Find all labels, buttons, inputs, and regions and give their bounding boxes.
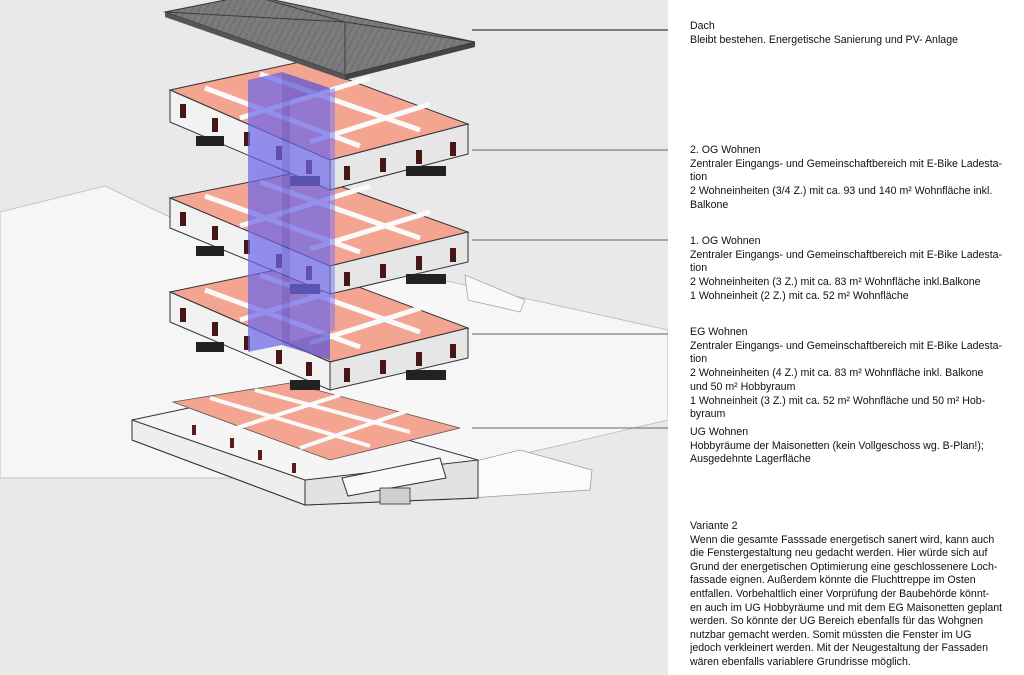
roof <box>163 0 476 80</box>
variant-line: Grund der energetischen Optimierung eine… <box>690 560 998 573</box>
label-line: 2 Wohneinheiten (4 Z.) mit ca. 83 m² Woh… <box>690 367 984 380</box>
variant-line: fassade eignen. Außerdem könnte die Fluc… <box>690 574 976 587</box>
label-line: Zentraler Eingangs- und Gemeinschaftbere… <box>690 248 1003 261</box>
exploded-building-axonometric <box>0 0 668 506</box>
label-line: 1 Wohneinheit (2 Z.) mit ca. 52 m² Wohnf… <box>690 289 909 302</box>
label-line: Zentraler Eingangs- und Gemeinschaftbere… <box>690 157 1003 170</box>
variant-title: Variante 2 <box>690 520 738 532</box>
label-line: und 50 m² Hobbyraum <box>690 380 796 393</box>
label-line: Zentraler Eingangs- und Gemeinschaftbere… <box>690 339 1003 352</box>
variant-line: nutzbar gemacht werden. Somit müssten di… <box>690 628 972 641</box>
label-line: 2 Wohneinheiten (3/4 Z.) mit ca. 93 und … <box>690 185 993 198</box>
label-eg: EG Wohnen Zentraler Eingangs- und Gemein… <box>690 326 1015 422</box>
label-line: Bleibt bestehen. Energetische Sanierung … <box>690 33 958 46</box>
floor-ug <box>131 382 479 506</box>
label-line: 2 Wohneinheiten (3 Z.) mit ca. 83 m² Woh… <box>690 276 981 289</box>
label-line: Balkone <box>690 198 729 211</box>
label-line: byraum <box>690 408 726 421</box>
variant-line: en auch im UG Hobbyräume und mit dem EG … <box>690 601 1003 614</box>
label-line: tion <box>690 171 708 184</box>
circulation-core <box>248 72 335 360</box>
label-line: tion <box>690 262 708 275</box>
label-og1: 1. OG Wohnen Zentraler Eingangs- und Gem… <box>690 235 1015 304</box>
label-title: EG Wohnen <box>690 326 748 338</box>
variant-line: wären ebenfalls variablere Grundrisse mö… <box>690 655 911 668</box>
label-title: UG Wohnen <box>690 426 749 438</box>
label-line: Hobbyräume der Maisonetten (kein Vollges… <box>690 439 984 452</box>
variant-description: Variante 2 Wenn die gesamte Fasssade ene… <box>690 520 1015 670</box>
variant-line: werden. So könnte der UG Bereich ebenfal… <box>690 615 984 628</box>
label-og2: 2. OG Wohnen Zentraler Eingangs- und Gem… <box>690 144 1015 213</box>
variant-line: Wenn die gesamte Fasssade energetisch sa… <box>690 533 995 546</box>
label-line: tion <box>690 353 708 366</box>
label-ug: UG Wohnen Hobbyräume der Maisonetten (ke… <box>690 426 1015 467</box>
label-line: 1 Wohneinheit (3 Z.) mit ca. 52 m² Wohnf… <box>690 394 986 407</box>
label-dach: Dach Bleibt bestehen. Energetische Sanie… <box>690 20 1015 47</box>
label-title: 2. OG Wohnen <box>690 144 761 156</box>
variant-line: jedoch verkleinert werden. Mit der Neuge… <box>690 642 988 655</box>
label-title: Dach <box>690 20 715 32</box>
variant-line: die Fenstergestaltung neu gedacht werden… <box>690 547 988 560</box>
variant-line: entfallen. Vorbehaltlich einer Vorprüfun… <box>690 587 990 600</box>
label-title: 1. OG Wohnen <box>690 235 761 247</box>
label-line: Ausgedehnte Lagerfläche <box>690 453 811 466</box>
